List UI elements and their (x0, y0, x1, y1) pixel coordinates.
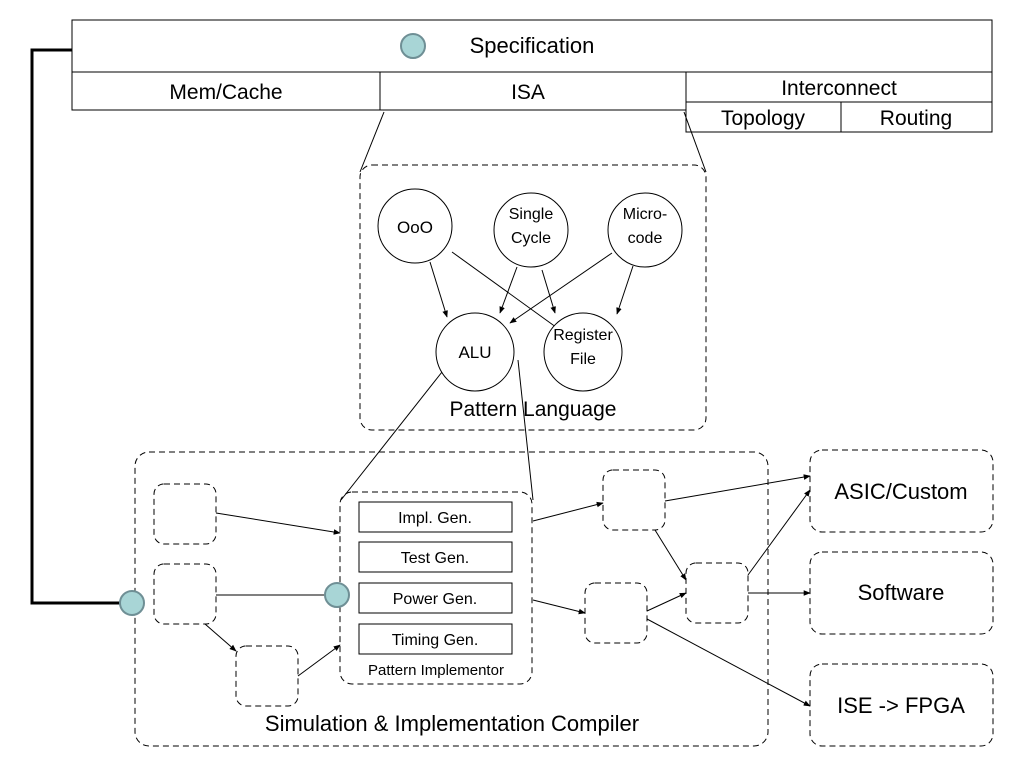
compiler-connector-dot (119, 590, 145, 616)
edge-microcode-register-file (616, 265, 634, 315)
register-file-label-line-2: File (570, 351, 596, 368)
fpga-label: ISE -> FPGA (837, 693, 965, 718)
specification-header (71, 19, 993, 73)
pattern-language-frame (359, 164, 707, 431)
stage-box-5 (584, 582, 648, 644)
edge-stage1-implementor (215, 512, 341, 535)
edge-implementor-stage4 (532, 501, 604, 522)
topology-label: Topology (721, 107, 806, 130)
pattern-language-label: Pattern Language (450, 398, 617, 421)
edge-ooo-alu (429, 261, 448, 318)
interconnect-cell (685, 71, 993, 103)
edge-stage2-stage3 (204, 623, 237, 652)
register-file-label-line-1: Register (553, 327, 613, 344)
power-gen-label: Power Gen. (393, 591, 477, 608)
interconnect-label: Interconnect (781, 77, 897, 100)
microcode-node (607, 192, 683, 268)
timing-gen-label: Timing Gen. (392, 632, 479, 649)
asic-target (809, 449, 994, 533)
timing-gen-box (358, 623, 513, 655)
edge-single-cycle-alu (499, 266, 518, 314)
asic-label: ASIC/Custom (834, 479, 967, 504)
ooo-node (377, 188, 453, 264)
compiler-label: Simulation & Implementation Compiler (265, 711, 639, 736)
stage-box-6 (685, 562, 749, 624)
edge-stage4-stage6 (654, 529, 687, 581)
microcode-label-line-2: code (628, 230, 663, 247)
specification-block: Specification Mem/Cache ISA Interconnect… (71, 19, 993, 133)
pattern-language-block: OoO Single Cycle Micro- code ALU Registe… (359, 164, 707, 431)
stage-box-2 (153, 563, 217, 625)
edge-stage6-asic (747, 489, 811, 576)
routing-cell (840, 101, 993, 133)
software-label: Software (858, 580, 945, 605)
edge-microcode-alu (509, 252, 613, 324)
stage-box-1 (153, 483, 217, 545)
alu-zoom-line-left (340, 371, 443, 501)
isa-label: ISA (511, 81, 545, 104)
specification-connector-dot (400, 33, 426, 59)
single-cycle-label-line-2: Cycle (511, 230, 551, 247)
test-gen-label: Test Gen. (401, 550, 469, 567)
mem-cache-label: Mem/Cache (169, 81, 282, 104)
fpga-target (809, 663, 994, 747)
alu-node (435, 312, 515, 392)
single-cycle-node (493, 192, 569, 268)
edge-stage3-implementor (297, 644, 341, 677)
edge-stage5-stage6 (646, 592, 687, 612)
edge-implementor-stage5 (532, 599, 586, 615)
topology-cell (685, 101, 842, 133)
specification-title: Specification (470, 33, 595, 58)
isa-cell (379, 71, 687, 111)
targets: ASIC/Custom Software ISE -> FPGA (809, 449, 994, 747)
alu-zoom-line-right (517, 359, 534, 501)
pattern-implementor-label: Pattern Implementor (368, 662, 504, 679)
impl-gen-box (358, 501, 513, 533)
register-file-node (543, 312, 623, 392)
impl-gen-label: Impl. Gen. (398, 510, 472, 527)
edge-single-cycle-register-file (541, 269, 556, 314)
stage-box-4 (602, 469, 666, 531)
routing-label: Routing (880, 107, 952, 130)
ooo-label: OoO (397, 218, 433, 237)
edge-stage5-fpga (646, 618, 811, 707)
test-gen-box (358, 541, 513, 573)
implementor-connector-dot (324, 582, 350, 608)
feedback-link (30, 48, 120, 605)
edge-ooo-register-file (451, 251, 561, 331)
stage-box-3 (235, 645, 299, 707)
compiler-block: Impl. Gen. Test Gen. Power Gen. Timing G… (134, 451, 769, 747)
edge-stage4-asic (664, 474, 811, 502)
isa-zoom-line-right (683, 111, 707, 173)
software-target (809, 551, 994, 635)
alu-label: ALU (458, 343, 491, 362)
single-cycle-label-line-1: Single (509, 206, 554, 223)
power-gen-box (358, 582, 513, 614)
isa-zoom-line-left (359, 111, 385, 173)
microcode-label-line-1: Micro- (623, 206, 667, 223)
mem-cache-cell (71, 71, 381, 111)
